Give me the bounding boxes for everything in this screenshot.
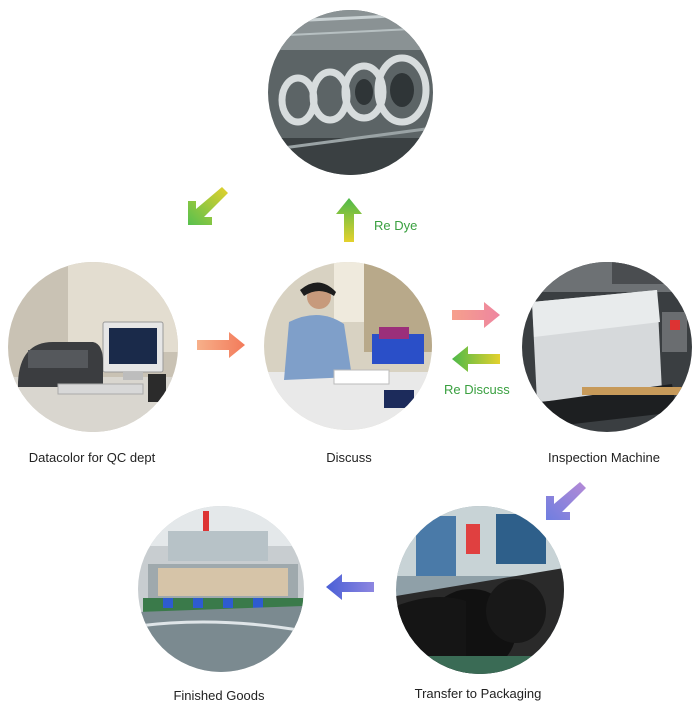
- arrow-up-redye-icon: [336, 198, 362, 242]
- arrow-left-rediscuss-icon: [452, 346, 500, 372]
- fabric-rolls-photo: [396, 506, 564, 674]
- packaged-goods-photo: [138, 506, 304, 672]
- datacolor-label: Datacolor for QC dept: [28, 450, 156, 465]
- re-dye-label: Re Dye: [374, 218, 418, 233]
- inspection-label: Inspection Machine: [547, 450, 661, 465]
- discuss-label: Discuss: [326, 450, 372, 465]
- arrow-right-inspection-icon: [452, 302, 500, 328]
- discuss-meeting-photo: [264, 262, 432, 430]
- finished-goods-label: Finished Goods: [173, 688, 265, 703]
- re-discuss-label: Re Discuss: [444, 382, 510, 397]
- arrow-to-datacolor-icon: [186, 185, 230, 229]
- inspection-machine-photo: [522, 262, 692, 432]
- transfer-label: Transfer to Packaging: [414, 686, 542, 701]
- arrow-right-discuss-icon: [197, 332, 245, 358]
- arrow-left-finished-icon: [326, 574, 374, 600]
- dye-machine-photo: [268, 10, 433, 175]
- datacolor-computer-photo: [8, 262, 178, 432]
- arrow-to-transfer-icon: [544, 480, 588, 524]
